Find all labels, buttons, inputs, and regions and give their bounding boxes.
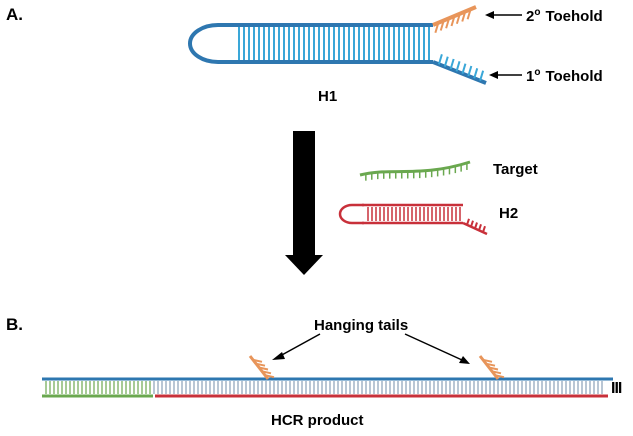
base-tick (485, 362, 496, 367)
base-tick (258, 366, 269, 371)
primary-toehold (432, 54, 487, 85)
base-tick (491, 370, 502, 375)
base-tick (474, 222, 478, 229)
base-tick (252, 358, 263, 363)
base-tick (439, 20, 445, 31)
base-tick (473, 68, 479, 79)
h2-loop (338, 203, 364, 225)
base-tick (455, 61, 461, 72)
h2-label: H2 (499, 205, 518, 222)
base-tick (494, 374, 505, 379)
h2-toehold (462, 218, 488, 236)
base-tick (455, 13, 461, 25)
base-tick (443, 56, 449, 67)
base-tick (478, 224, 482, 231)
base-tick (467, 65, 473, 77)
h2-stem-rungs (367, 207, 461, 221)
base-tick (461, 11, 467, 22)
hanging-tails-arrows (272, 333, 470, 364)
base-tick (482, 225, 486, 233)
hanging-tail-2 (478, 355, 505, 380)
h2-hairpin (338, 203, 488, 236)
base-tick (450, 15, 456, 27)
base-tick (437, 54, 443, 65)
base-tick (255, 362, 266, 367)
panel-a-label: A. (6, 5, 23, 24)
toehold-1-annotation (489, 71, 522, 79)
target-label: Target (493, 161, 538, 178)
product-rungs (45, 381, 603, 394)
base-tick (445, 17, 451, 29)
base-tick (434, 22, 440, 34)
hanging-tails-label: Hanging tails (314, 317, 408, 334)
reaction-arrow (285, 131, 323, 275)
hanging-tail-1 (248, 355, 275, 380)
continuation-mark: III (611, 380, 622, 397)
base-tick (470, 220, 474, 227)
h1-loop (188, 23, 234, 64)
base-tick (466, 218, 470, 226)
base-tick (488, 366, 499, 371)
base-tick (466, 8, 472, 20)
base-tick (461, 63, 467, 74)
base-tick (449, 58, 455, 70)
h1-stem-rungs (238, 27, 430, 60)
hcr-product-label: HCR product (271, 412, 364, 429)
panel-b-label: B. (6, 315, 23, 334)
target-strand (359, 160, 471, 181)
secondary-toehold (432, 5, 477, 34)
h1-label: H1 (318, 88, 337, 105)
toehold-2-annotation (485, 11, 522, 19)
base-tick (482, 358, 493, 363)
hcr-product-duplex (42, 355, 613, 398)
base-tick (479, 70, 485, 81)
h1-hairpin (188, 5, 487, 85)
base-tick (261, 370, 272, 375)
base-tick (264, 374, 275, 379)
